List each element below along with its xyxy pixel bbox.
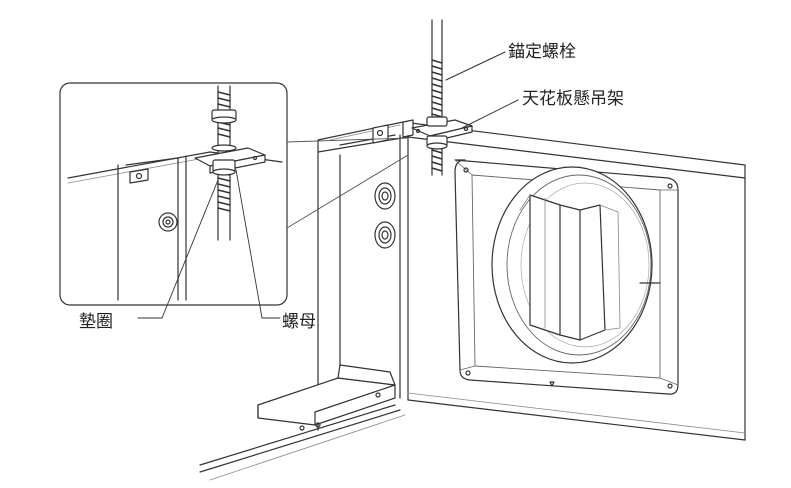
- washer-label: 墊圈: [79, 312, 113, 332]
- anchor-bolt-label: 錨定螺栓: [508, 42, 576, 62]
- bottom-bracket: [257, 364, 396, 431]
- side-port-lower: [374, 221, 396, 249]
- nut-label: 螺母: [282, 312, 316, 332]
- unit-bottom-edge: [199, 404, 406, 481]
- ceiling-hanger-label: 天花板懸吊架: [522, 89, 624, 109]
- ceiling-hanger: [411, 116, 473, 150]
- label-leaders: [445, 51, 519, 129]
- duct-collar: [491, 166, 661, 364]
- side-port-upper: [374, 182, 396, 210]
- inset-detail: [59, 82, 409, 319]
- anchor-bolt: [431, 19, 443, 176]
